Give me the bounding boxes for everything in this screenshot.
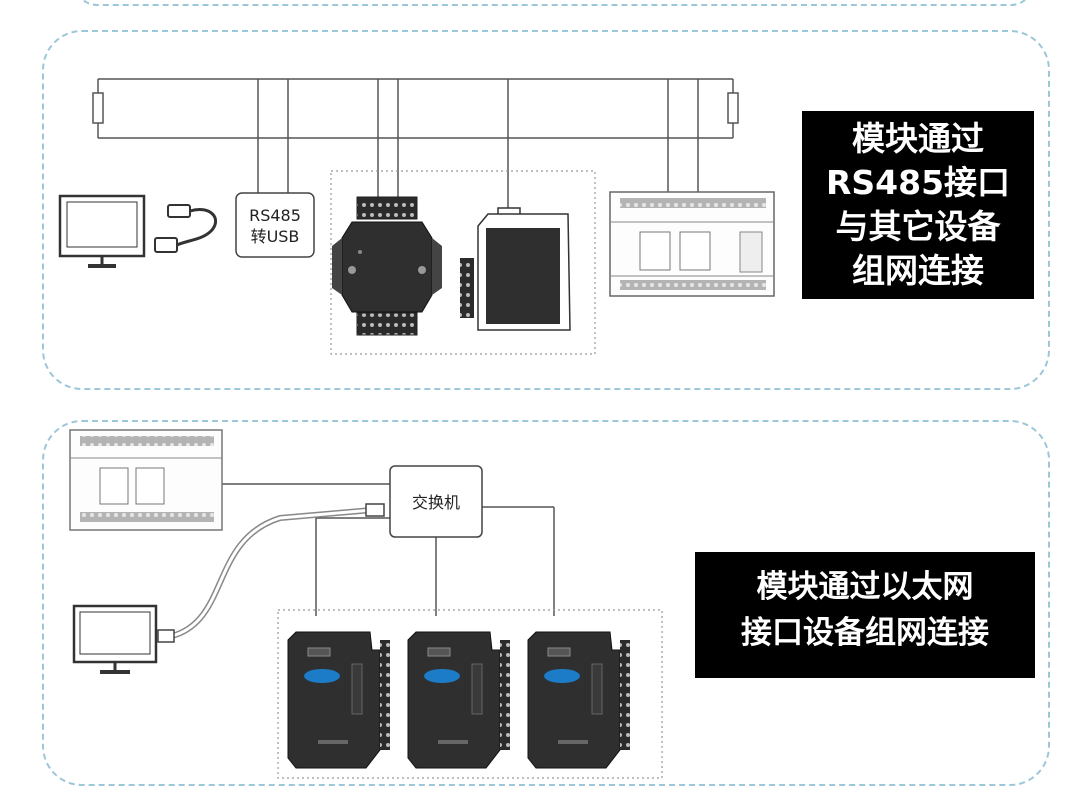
plc-icon [609, 191, 775, 297]
bus-terminator-right [727, 92, 739, 124]
ethernet-caption: 模块通过以太网 接口设备组网连接 [695, 552, 1035, 678]
caption-line: 接口设备组网连接 [741, 615, 989, 651]
caption-line: RS485接口 [825, 163, 1011, 202]
ethernet-network-panel [42, 420, 1050, 786]
converter-label-line2: 转USB [250, 227, 300, 246]
ethernet-cable [157, 503, 385, 643]
rs485-module-icon [332, 196, 442, 336]
ethernet-module-icon [527, 631, 630, 769]
rs485-usb-converter [235, 192, 315, 258]
usb-cable-icon [154, 204, 218, 253]
caption-line: 模块通过 [852, 119, 984, 158]
module-group-frame [330, 170, 596, 355]
monitor-icon [72, 604, 158, 674]
caption-line: 与其它设备 [835, 207, 1001, 246]
caption-line: 组网连接 [852, 251, 984, 290]
plc-icon [69, 429, 223, 531]
monitor-icon [58, 194, 146, 268]
rs485-caption: 模块通过 RS485接口 与其它设备 组网连接 [802, 111, 1034, 299]
converter-label: RS485 转USB [236, 205, 314, 247]
ethernet-switch [389, 465, 483, 538]
ethernet-module-icon [287, 631, 390, 769]
caption-line: 模块通过以太网 [756, 569, 974, 605]
ethernet-links [222, 483, 555, 616]
ethernet-module-icon [407, 631, 510, 769]
ethernet-module-group-frame [277, 609, 663, 779]
rs485-bus [98, 78, 733, 139]
converter-label-line1: RS485 [249, 206, 301, 225]
bus-drops [97, 79, 734, 208]
rs485-network-panel [42, 30, 1050, 390]
din-rail-module-icon [460, 207, 571, 331]
bus-terminator-left [92, 92, 104, 124]
switch-label: 交换机 [411, 493, 460, 512]
